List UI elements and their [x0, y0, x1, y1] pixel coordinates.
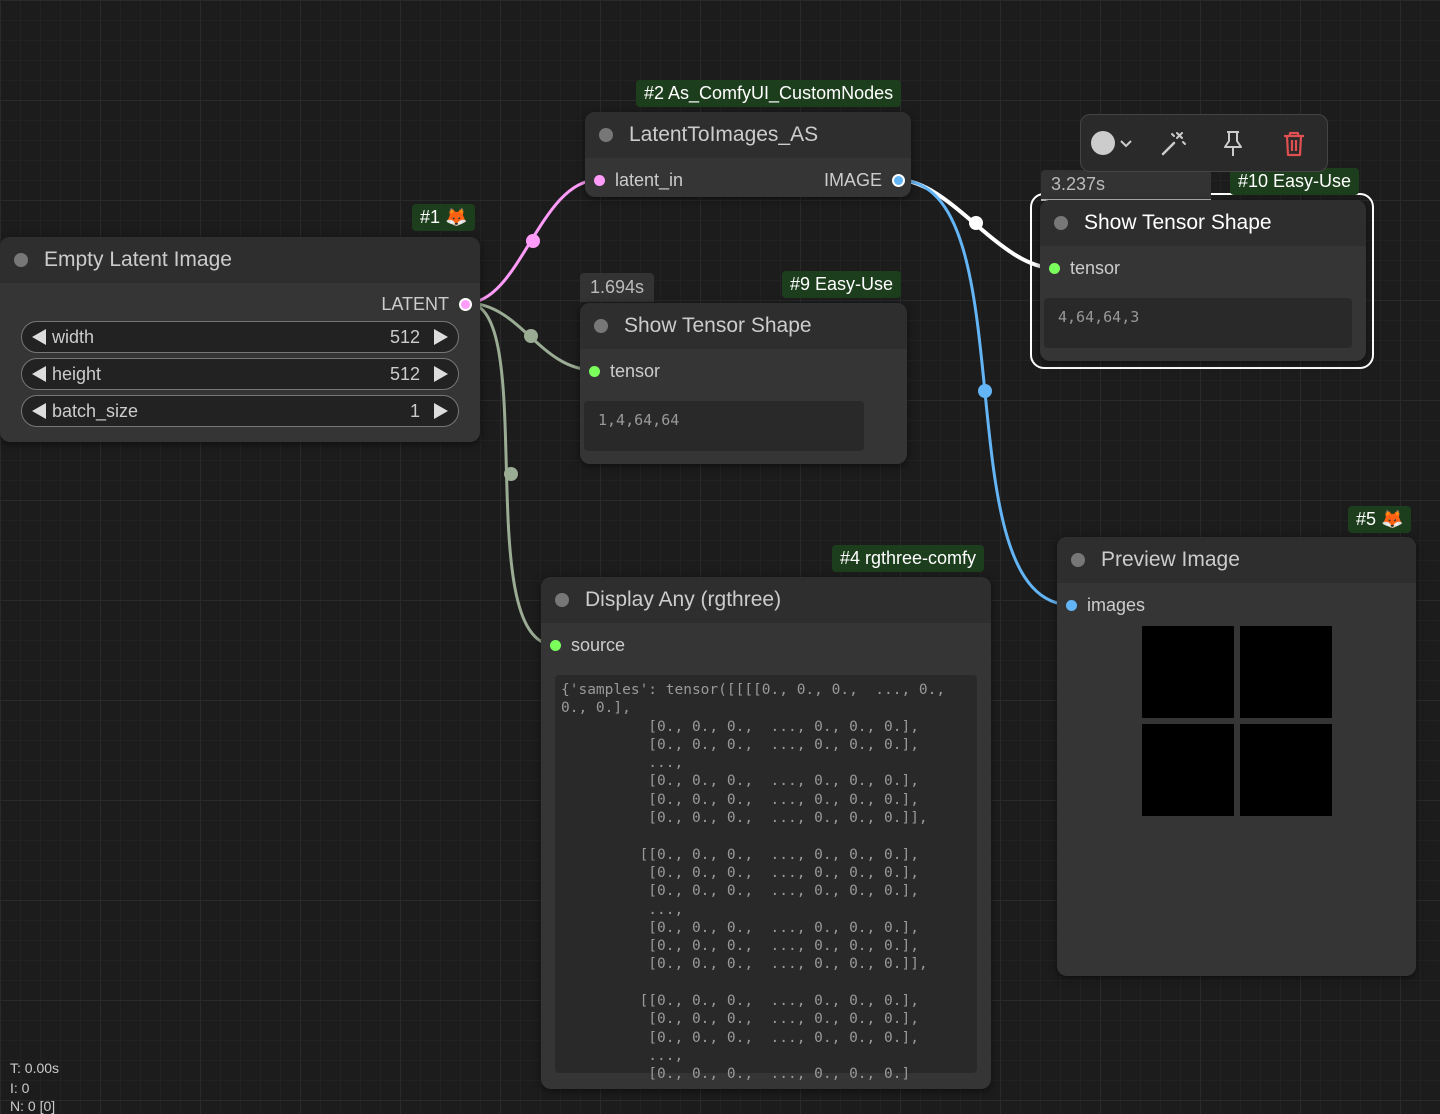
node-title: Empty Latent Image: [44, 248, 232, 271]
color-circle-icon: [1091, 131, 1115, 155]
node-9-badge: #9 Easy-Use: [782, 271, 902, 298]
node-10-badge: #10 Easy-Use: [1230, 168, 1360, 195]
node-5-badge: #5 🦊: [1348, 506, 1412, 533]
node-header[interactable]: Empty Latent Image: [0, 237, 480, 283]
input-slot-source[interactable]: source: [550, 635, 625, 656]
input-slot-images[interactable]: images: [1066, 595, 1145, 616]
width-widget[interactable]: width 512: [21, 321, 459, 353]
wire-midpoint-images: [978, 384, 992, 398]
image-output-dot-icon[interactable]: [892, 174, 905, 187]
preview-image-tile[interactable]: [1142, 626, 1234, 718]
stats-time: T: 0.00s: [10, 1060, 60, 1076]
node-display-any[interactable]: Display Any (rgthree) source {'samples':…: [541, 577, 991, 1089]
node-preview-image[interactable]: Preview Image images: [1057, 537, 1416, 976]
fox-icon: 🦊: [1381, 509, 1404, 529]
height-widget[interactable]: height 512: [21, 358, 459, 390]
increment-arrow-icon[interactable]: [434, 329, 448, 345]
node-title: Show Tensor Shape: [624, 314, 812, 337]
preview-image-tile[interactable]: [1240, 724, 1332, 816]
trash-icon: [1284, 131, 1304, 157]
input-slot-latent-in[interactable]: latent_in: [594, 170, 683, 191]
node-show-tensor-shape-9[interactable]: Show Tensor Shape tensor 1,4,64,64: [580, 303, 907, 464]
node-title: LatentToImages_AS: [629, 123, 819, 146]
images-input-dot-icon[interactable]: [1066, 600, 1077, 611]
collapse-dot-icon[interactable]: [14, 253, 28, 267]
decrement-arrow-icon[interactable]: [32, 403, 46, 419]
decrement-arrow-icon[interactable]: [32, 329, 46, 345]
wire-midpoint-tensor-9: [524, 329, 538, 343]
pin-icon: [1224, 131, 1242, 156]
node-header[interactable]: Show Tensor Shape: [580, 303, 907, 349]
wire-midpoint-source: [504, 467, 518, 481]
node-1-badge: #1 🦊: [412, 204, 476, 231]
output-slot-image[interactable]: IMAGE: [824, 170, 905, 191]
node-4-badge: #4 rgthree-comfy: [832, 545, 985, 572]
tensor-input-dot-icon[interactable]: [1049, 263, 1060, 274]
bypass-wand-icon: [1161, 132, 1186, 156]
wire-latent-to-latent-in: [466, 178, 599, 305]
node-header[interactable]: Preview Image: [1057, 537, 1416, 583]
tensor-input-dot-icon[interactable]: [589, 366, 600, 377]
increment-arrow-icon[interactable]: [434, 366, 448, 382]
collapse-dot-icon[interactable]: [1071, 553, 1085, 567]
node-header[interactable]: Show Tensor Shape: [1040, 200, 1366, 246]
collapse-dot-icon[interactable]: [555, 593, 569, 607]
input-slot-tensor[interactable]: tensor: [589, 361, 660, 382]
increment-arrow-icon[interactable]: [434, 403, 448, 419]
fox-icon: 🦊: [445, 207, 468, 227]
node-header[interactable]: LatentToImages_AS: [585, 112, 911, 158]
color-picker-button[interactable]: [1081, 115, 1143, 171]
wire-midpoint-latent: [526, 234, 540, 248]
preview-image-tile[interactable]: [1142, 724, 1234, 816]
node-header[interactable]: Display Any (rgthree): [541, 577, 991, 623]
wire-latent-to-tensor-9: [466, 301, 595, 372]
input-slot-tensor[interactable]: tensor: [1049, 258, 1120, 279]
collapse-dot-icon[interactable]: [1054, 216, 1068, 230]
node-10-timer: 3.237s: [1041, 170, 1211, 201]
node-show-tensor-shape-10[interactable]: Show Tensor Shape tensor 4,64,64,3: [1040, 200, 1366, 361]
node-latent-to-images[interactable]: LatentToImages_AS latent_in IMAGE: [585, 112, 911, 197]
pin-button[interactable]: [1203, 115, 1263, 171]
tensor-shape-output[interactable]: 1,4,64,64: [584, 401, 864, 451]
latent-input-dot-icon[interactable]: [594, 175, 605, 186]
display-any-output[interactable]: {'samples': tensor([[[[0., 0., 0., ..., …: [555, 675, 977, 1082]
stats-n: N: 0 [0]: [10, 1098, 56, 1114]
source-input-dot-icon[interactable]: [550, 640, 561, 651]
collapse-dot-icon[interactable]: [594, 319, 608, 333]
output-slot-latent[interactable]: LATENT: [381, 294, 472, 315]
node-9-timer: 1.694s: [580, 273, 655, 302]
batch-size-widget[interactable]: batch_size 1: [21, 395, 459, 427]
node-2-badge: #2 As_ComfyUI_CustomNodes: [636, 80, 902, 107]
chevron-down-icon: [1120, 140, 1132, 148]
node-title: Display Any (rgthree): [585, 588, 782, 611]
tensor-shape-output[interactable]: 4,64,64,3: [1044, 298, 1352, 348]
node-title: Preview Image: [1101, 548, 1240, 571]
bypass-button[interactable]: [1143, 115, 1203, 171]
node-empty-latent-image[interactable]: Empty Latent Image LATENT width 512 heig…: [0, 237, 480, 442]
stats-i: I: 0: [10, 1080, 30, 1096]
preview-image-tile[interactable]: [1240, 626, 1332, 718]
node-title: Show Tensor Shape: [1084, 211, 1272, 234]
latent-output-dot-icon[interactable]: [459, 298, 472, 311]
selection-toolbar: [1080, 114, 1328, 172]
wire-midpoint-tensor-10: [969, 216, 983, 230]
decrement-arrow-icon[interactable]: [32, 366, 46, 382]
collapse-dot-icon[interactable]: [599, 128, 613, 142]
delete-button[interactable]: [1263, 115, 1325, 171]
